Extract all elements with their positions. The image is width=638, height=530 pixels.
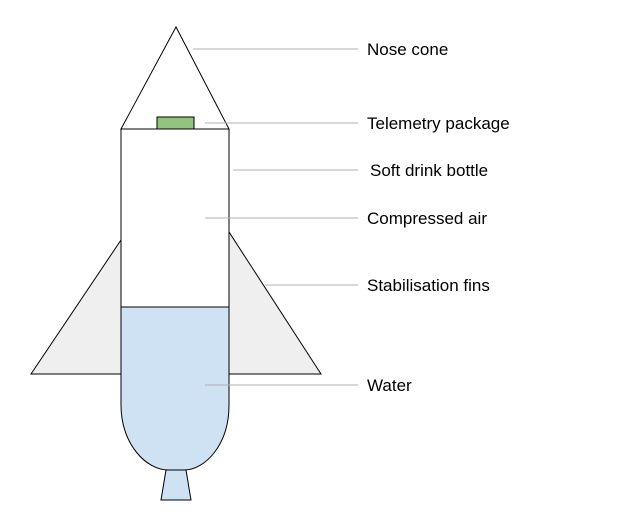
nozzle <box>160 469 192 501</box>
stabilisation-fin-right <box>228 230 322 375</box>
label-water: Water <box>367 376 412 395</box>
label-stabilisation-fins: Stabilisation fins <box>367 276 490 295</box>
label-compressed-air: Compressed air <box>367 209 487 228</box>
label-soft-drink-bottle: Soft drink bottle <box>370 161 488 180</box>
telemetry-package <box>156 116 195 130</box>
nose-cone <box>120 25 230 130</box>
label-nose-cone: Nose cone <box>367 40 448 59</box>
water-section <box>120 306 230 471</box>
label-telemetry-package: Telemetry package <box>367 114 510 133</box>
stabilisation-fin-left <box>30 238 122 375</box>
